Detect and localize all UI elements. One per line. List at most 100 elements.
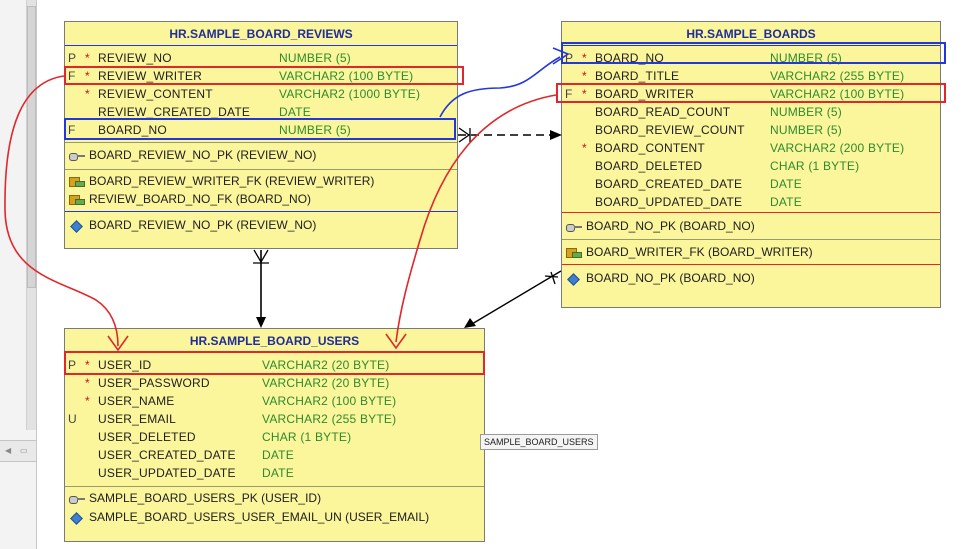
panel-toolbar <box>0 440 36 462</box>
relationship-arrowhead <box>550 130 562 140</box>
column-name: USER_NAME <box>98 394 175 408</box>
columns-separator <box>65 486 484 487</box>
highlight-board-no-fk <box>64 118 456 140</box>
fk-constraint-label: REVIEW_BOARD_NO_FK (BOARD_NO) <box>89 192 312 206</box>
table-title: HR.SAMPLE_BOARDS <box>686 27 816 41</box>
column-name: BOARD_UPDATED_DATE <box>595 195 743 209</box>
column-key-flag: F <box>68 123 76 137</box>
column-name: BOARD_DELETED <box>595 159 703 173</box>
mandatory-marker: * <box>85 51 90 65</box>
relationship-arrowhead <box>464 318 476 328</box>
column-name: BOARD_CONTENT <box>595 141 705 155</box>
column-name: USER_EMAIL <box>98 412 177 426</box>
foreign-key-icon <box>69 194 85 205</box>
panel-minimize-icon[interactable]: ▭ <box>20 446 28 455</box>
index-constraint: BOARD_NO_PK (BOARD_NO) <box>566 270 755 286</box>
column-name: REVIEW_WRITER <box>98 69 202 83</box>
column-type: NUMBER (5) <box>279 123 352 137</box>
column-row[interactable]: BOARD_REVIEW_COUNT NUMBER (5) <box>562 122 940 138</box>
index-label: BOARD_NO_PK (BOARD_NO) <box>586 271 755 285</box>
column-type: VARCHAR2 (20 BYTE) <box>262 358 390 372</box>
fk-separator <box>562 264 940 265</box>
column-type: VARCHAR2 (100 BYTE) <box>279 69 414 83</box>
column-type: DATE <box>262 466 294 480</box>
key-icon <box>69 151 85 161</box>
column-key-flag: P <box>68 51 77 65</box>
relationship-boards-users <box>471 270 562 325</box>
tooltip: SAMPLE_BOARD_USERS <box>480 434 598 450</box>
column-name: BOARD_REVIEW_COUNT <box>595 123 745 137</box>
pk-constraint-label: BOARD_REVIEW_NO_PK (REVIEW_NO) <box>89 148 317 162</box>
scrollbar-thumb[interactable] <box>27 6 36 288</box>
index-label: BOARD_REVIEW_NO_PK (REVIEW_NO) <box>89 218 317 232</box>
column-key-flag: P <box>68 358 77 372</box>
column-type: NUMBER (5) <box>770 105 843 119</box>
left-panel: ◀ ▭ <box>0 0 37 549</box>
index-constraint: BOARD_REVIEW_NO_PK (REVIEW_NO) <box>69 217 316 233</box>
column-name: BOARD_TITLE <box>595 69 680 83</box>
key-icon <box>69 494 85 504</box>
annotation-red-curve-left <box>4 75 119 347</box>
column-row[interactable]: * BOARD_CONTENT VARCHAR2 (200 BYTE) <box>562 140 940 156</box>
mandatory-marker: * <box>85 376 90 390</box>
highlight-user-id <box>64 351 485 375</box>
mandatory-marker: * <box>582 87 587 101</box>
column-row[interactable]: F BOARD_NO NUMBER (5) <box>65 122 457 138</box>
title-separator <box>562 45 940 46</box>
crowfoot-marker <box>458 127 471 143</box>
pk-separator <box>65 169 457 170</box>
column-row[interactable]: BOARD_DELETED CHAR (1 BYTE) <box>562 158 940 174</box>
crowfoot-marker <box>253 249 269 264</box>
column-name: REVIEW_NO <box>98 51 172 65</box>
annotation-red-arrow-left <box>107 335 129 352</box>
table-title: HR.SAMPLE_BOARD_REVIEWS <box>169 27 353 41</box>
column-name: USER_DELETED <box>98 430 196 444</box>
column-type: CHAR (1 BYTE) <box>770 159 860 173</box>
table-sample-board-reviews[interactable]: HR.SAMPLE_BOARD_REVIEWS P * REVIEW_NO NUMBE… <box>64 21 458 249</box>
crowfoot-marker <box>544 271 559 285</box>
title-separator <box>65 45 457 46</box>
mandatory-marker: * <box>582 141 587 155</box>
column-type: NUMBER (5) <box>770 123 843 137</box>
column-name: BOARD_NO <box>98 123 167 137</box>
column-name: USER_PASSWORD <box>98 376 210 390</box>
column-row[interactable]: BOARD_UPDATED_DATE DATE <box>562 194 940 210</box>
highlight-board-no-pk <box>561 42 946 64</box>
fk-constraint: BOARD_REVIEW_WRITER_FK (REVIEW_WRITER) <box>69 173 374 189</box>
pk-constraint: BOARD_REVIEW_NO_PK (REVIEW_NO) <box>69 147 316 163</box>
fk-constraint-label: BOARD_REVIEW_WRITER_FK (REVIEW_WRITER) <box>89 174 375 188</box>
annotation-blue-curve <box>439 56 561 118</box>
pk-constraint-label: SAMPLE_BOARD_USERS_PK (USER_ID) <box>89 491 322 505</box>
column-type: NUMBER (5) <box>770 51 843 65</box>
column-type: DATE <box>770 195 802 209</box>
index-label: SAMPLE_BOARD_USERS_USER_EMAIL_UN (USER_E… <box>89 510 430 524</box>
mandatory-marker: * <box>85 394 90 408</box>
mandatory-marker: * <box>582 69 587 83</box>
annotation-red-arrow-right <box>385 333 407 350</box>
column-key-flag: U <box>68 412 77 426</box>
panel-arrow-icon[interactable]: ◀ <box>5 446 12 455</box>
column-name: BOARD_WRITER <box>595 87 695 101</box>
column-type: VARCHAR2 (200 BYTE) <box>770 141 905 155</box>
mandatory-marker: * <box>85 69 90 83</box>
fk-constraint-label: BOARD_WRITER_FK (BOARD_WRITER) <box>586 245 813 259</box>
annotation-blue-arrow <box>552 47 570 65</box>
